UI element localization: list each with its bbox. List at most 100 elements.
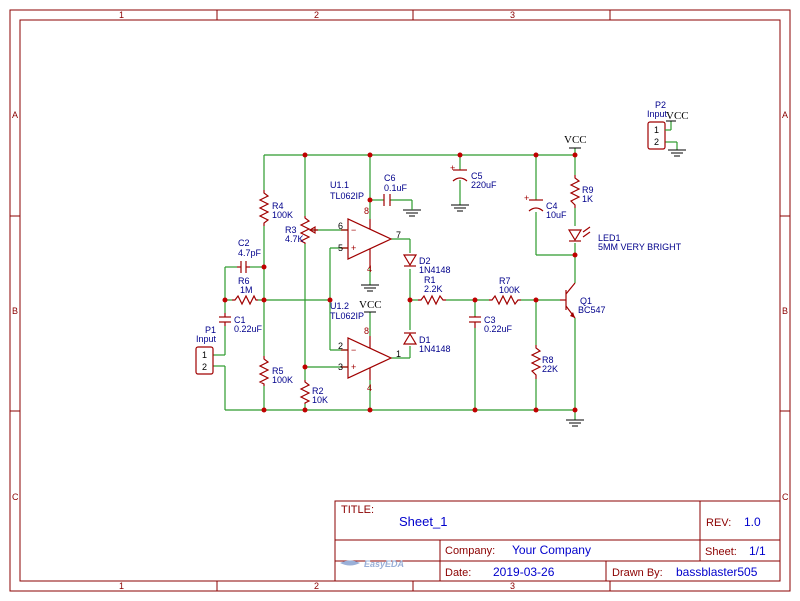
d2-diode[interactable] bbox=[402, 254, 418, 267]
r1-ref: R1 bbox=[424, 275, 436, 285]
p2-connector[interactable]: 1 2 bbox=[647, 121, 666, 150]
title-label: TITLE: bbox=[341, 504, 374, 516]
c3-capacitor[interactable] bbox=[469, 316, 481, 328]
c2-capacitor[interactable] bbox=[237, 261, 250, 273]
drawn-value: bassblaster505 bbox=[676, 565, 758, 579]
r6-resistor[interactable] bbox=[232, 294, 258, 306]
wires bbox=[213, 141, 678, 420]
c1-ref: C1 bbox=[234, 315, 246, 325]
rev-value: 1.0 bbox=[744, 515, 761, 529]
d1-diode[interactable] bbox=[402, 332, 418, 345]
ground-icon bbox=[451, 204, 469, 212]
r1-value: 2.2K bbox=[424, 284, 443, 294]
r3-value: 4.7K bbox=[285, 234, 304, 244]
zone-left-c: C bbox=[12, 492, 19, 502]
r2-ref: R2 bbox=[312, 386, 324, 396]
d1-ref: D1 bbox=[419, 335, 431, 345]
c1-capacitor[interactable] bbox=[219, 313, 231, 326]
u12-pin-out: 1 bbox=[396, 349, 401, 359]
u11-value: TL062IP bbox=[330, 191, 364, 201]
ground-icon bbox=[668, 149, 686, 157]
r2-resistor[interactable] bbox=[299, 380, 311, 404]
u11-ref: U1.1 bbox=[330, 180, 349, 190]
zone-right-b: B bbox=[782, 306, 788, 316]
u11-pin-v: 8 bbox=[364, 206, 369, 216]
u11-pin-neg: 6 bbox=[338, 221, 343, 231]
u12-pin-pos: 3 bbox=[338, 362, 343, 372]
svg-text:−: − bbox=[351, 345, 356, 355]
easyeda-logo: EasyEDA bbox=[340, 559, 404, 569]
d2-ref: D2 bbox=[419, 256, 431, 266]
r6-ref: R6 bbox=[238, 276, 250, 286]
u12-ref: U1.2 bbox=[330, 301, 349, 311]
outer-border bbox=[9, 9, 791, 592]
c6-ref: C6 bbox=[384, 173, 396, 183]
r5-ref: R5 bbox=[272, 366, 284, 376]
svg-text:1: 1 bbox=[202, 350, 207, 360]
rev-label: REV: bbox=[706, 517, 731, 529]
title-value: Sheet_1 bbox=[399, 514, 447, 529]
svg-text:−: − bbox=[351, 225, 356, 235]
p1-value: Input bbox=[196, 334, 217, 344]
company-value: Your Company bbox=[512, 543, 591, 557]
r4-value: 100K bbox=[272, 210, 293, 220]
q1-ref: Q1 bbox=[580, 296, 592, 306]
zone-bottom-3: 3 bbox=[510, 581, 515, 591]
zone-top-1: 1 bbox=[119, 10, 124, 20]
r4-ref: R4 bbox=[272, 201, 284, 211]
zone-top-2: 2 bbox=[314, 10, 319, 20]
u11-opamp[interactable]: − + bbox=[341, 218, 393, 268]
ground-icon bbox=[403, 200, 421, 217]
u11-pin-out: 7 bbox=[396, 230, 401, 240]
r5-resistor[interactable] bbox=[258, 356, 270, 386]
zone-bottom-2: 2 bbox=[314, 581, 319, 591]
c4-value: 10uF bbox=[546, 210, 567, 220]
d1-value: 1N4148 bbox=[419, 344, 451, 354]
zone-left-b: B bbox=[12, 306, 18, 316]
p2-value: Input bbox=[647, 109, 668, 119]
r4-resistor[interactable] bbox=[258, 190, 270, 226]
u12-pin-v: 8 bbox=[364, 326, 369, 336]
c5-capacitor[interactable]: + bbox=[450, 163, 468, 182]
sheet-value: 1/1 bbox=[749, 544, 766, 558]
q1-transistor[interactable] bbox=[560, 282, 576, 319]
svg-text:+: + bbox=[351, 362, 356, 372]
r8-resistor[interactable] bbox=[530, 345, 542, 379]
r6-value: 1M bbox=[240, 285, 253, 295]
c6-capacitor[interactable] bbox=[383, 194, 391, 206]
svg-text:+: + bbox=[524, 193, 529, 203]
svg-text:2: 2 bbox=[202, 362, 207, 372]
u12-value: TL062IP bbox=[330, 311, 364, 321]
u12-pin-neg: 2 bbox=[338, 341, 343, 351]
u12-opamp[interactable]: − + bbox=[341, 336, 393, 380]
r3-potentiometer[interactable] bbox=[299, 216, 311, 244]
ground-icon bbox=[566, 419, 584, 427]
u11-pin-pos: 5 bbox=[338, 243, 343, 253]
c2-value: 4.7pF bbox=[238, 248, 262, 258]
date-label: Date: bbox=[445, 567, 471, 579]
r7-ref: R7 bbox=[499, 276, 511, 286]
junctions bbox=[222, 152, 578, 413]
zone-right-a: A bbox=[782, 110, 788, 120]
svg-text:+: + bbox=[450, 163, 455, 173]
c6-value: 0.1uF bbox=[384, 183, 408, 193]
r7-resistor[interactable] bbox=[489, 294, 521, 306]
p2-ref: P2 bbox=[655, 100, 666, 110]
sheet-label: Sheet: bbox=[705, 546, 737, 558]
vcc-main-label: VCC bbox=[564, 134, 587, 146]
c5-ref: C5 bbox=[471, 171, 483, 181]
led1-diode[interactable] bbox=[567, 226, 591, 242]
q1-value: BC547 bbox=[578, 305, 606, 315]
date-value: 2019-03-26 bbox=[493, 565, 555, 579]
c3-value: 0.22uF bbox=[484, 324, 513, 334]
vcc-p2-symbol bbox=[665, 120, 676, 131]
r1-resistor[interactable] bbox=[418, 294, 446, 306]
c2-ref: C2 bbox=[238, 238, 250, 248]
r9-resistor[interactable] bbox=[569, 175, 581, 208]
zone-top-3: 3 bbox=[510, 10, 515, 20]
p1-connector[interactable]: 1 2 bbox=[195, 346, 214, 375]
r5-value: 100K bbox=[272, 375, 293, 385]
u12-pin-g: 4 bbox=[367, 383, 372, 393]
r9-value: 1K bbox=[582, 194, 593, 204]
c4-capacitor[interactable]: + bbox=[524, 193, 544, 212]
